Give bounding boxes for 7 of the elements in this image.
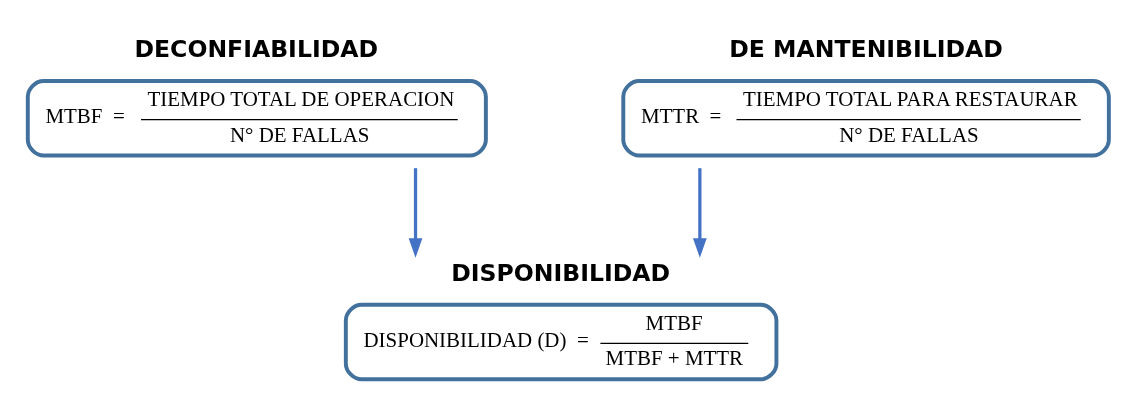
node-box: MTBF = TIEMPO TOTAL DE OPERACION N° DE FALLAS xyxy=(25,78,488,157)
arrow xyxy=(408,167,423,258)
arrow xyxy=(692,167,707,258)
node-label: DECONFIABILIDAD xyxy=(134,34,378,63)
node-label: DISPONIBILIDAD xyxy=(451,258,670,287)
node-label: DE MANTENIBILIDAD xyxy=(729,34,1003,63)
node-box: MTTR = TIEMPO TOTAL PARA RESTAURAR N° DE FALLAS xyxy=(621,78,1111,157)
